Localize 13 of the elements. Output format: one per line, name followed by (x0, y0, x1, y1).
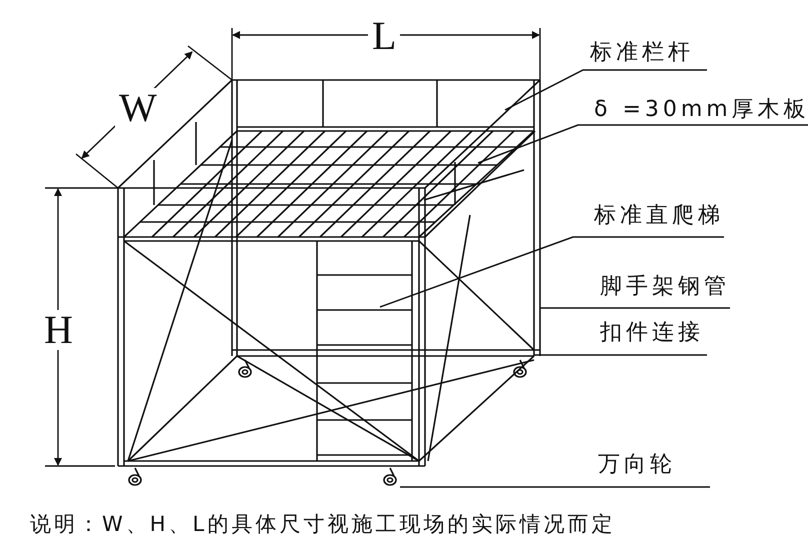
callout-label: 万向轮 (598, 452, 676, 478)
caption: 说明：W、H、L的具体尺寸视施工现场的实际情况而定 (30, 511, 616, 538)
callout-label: 标准直爬梯 (594, 203, 724, 229)
callout-label: 脚手架钢管 (600, 274, 730, 300)
leader-line (400, 486, 710, 488)
callout-label: 标准栏杆 (590, 40, 694, 66)
leader-line (478, 124, 808, 164)
leader-line (540, 307, 730, 309)
leader-line (534, 354, 707, 356)
callout-label: δ =30mm厚木板 (594, 97, 808, 123)
leader-line (380, 236, 724, 308)
leader-line (504, 69, 707, 111)
callout-label: 扣件连接 (600, 320, 704, 346)
